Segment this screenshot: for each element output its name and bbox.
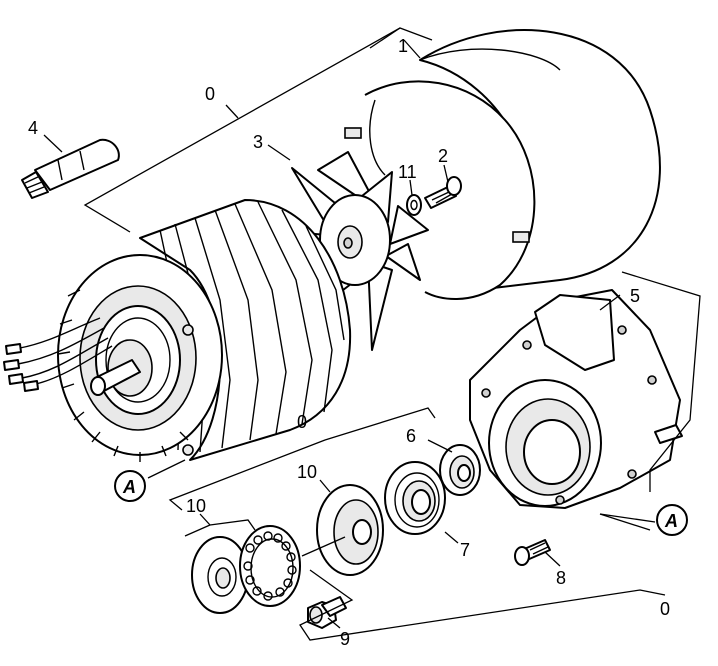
motor-stator-assembly [57, 199, 352, 462]
callout-6: 6 [406, 426, 416, 446]
callout-10-center: 10 [297, 462, 317, 482]
callout-11: 11 [398, 162, 417, 182]
svg-text:A: A [664, 511, 678, 531]
callout-0-middle: 0 [297, 412, 307, 432]
callout-8: 8 [556, 568, 566, 588]
leader-lines [43, 27, 701, 641]
wire-leads [3, 317, 113, 392]
screw-part-2 [424, 176, 462, 209]
ball-bearing-part-7 [384, 461, 446, 535]
thrust-bearing-part-10 [239, 525, 301, 607]
bearing-cap-part-10 [316, 484, 384, 576]
washer-part-11 [406, 194, 422, 216]
reference-marker-a-left: A [114, 470, 146, 502]
housing-tab-right [512, 231, 530, 243]
callout-0-bottom: 0 [660, 599, 670, 619]
callout-9: 9 [340, 629, 350, 649]
callout-0-top: 0 [205, 84, 215, 104]
flange-housing-part-5 [469, 289, 683, 509]
thrust-washer-part-10 [191, 536, 249, 614]
callout-4: 4 [28, 118, 38, 138]
svg-text:A: A [122, 477, 136, 497]
callout-10-left: 10 [186, 496, 206, 516]
bolt-part-8 [514, 539, 551, 566]
callout-1: 1 [398, 36, 408, 56]
callout-5: 5 [630, 286, 640, 306]
callout-3: 3 [253, 132, 263, 152]
housing-tab-left [344, 127, 362, 139]
callout-2: 2 [438, 146, 448, 166]
callout-7: 7 [460, 540, 470, 560]
grease-tube-part-4 [21, 138, 120, 199]
reference-marker-a-right: A [656, 504, 688, 536]
bearing-part-6 [439, 444, 481, 496]
